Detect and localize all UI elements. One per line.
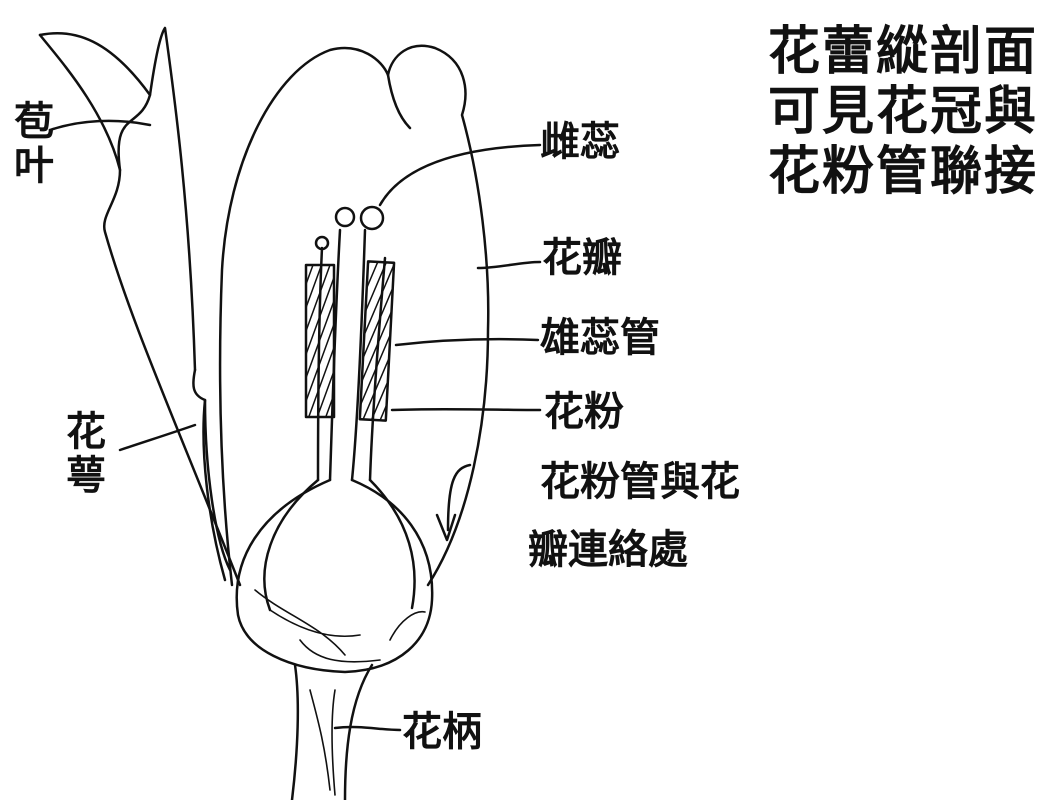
diagram-caption: 花蕾縱剖面 可見花冠與 花粉管聯接	[768, 22, 1038, 202]
petal-fold	[388, 75, 410, 128]
leader-stamen-tube	[396, 339, 538, 345]
label-junction-line2: 瓣連絡處	[528, 530, 688, 570]
pedicel-texture	[310, 690, 335, 795]
stigma-left	[336, 208, 354, 226]
ovary-inner	[264, 480, 414, 610]
caption-line-3: 花粉管聯接	[768, 142, 1038, 202]
label-pollen: 花粉	[544, 392, 624, 432]
bract-tall-lobe	[150, 28, 195, 370]
label-bract: 苞叶	[10, 100, 50, 188]
label-petal: 花瓣	[542, 238, 622, 278]
caption-line-1: 花蕾縱剖面	[768, 22, 1038, 82]
label-junction-line1: 花粉管與花	[540, 462, 740, 502]
stamen-tube-right	[360, 261, 394, 420]
receptacle-texture	[255, 590, 425, 662]
sepal-shape	[193, 370, 230, 570]
stigma-right	[361, 207, 383, 229]
leader-pistil	[380, 145, 540, 205]
label-sepal: 花萼	[62, 410, 102, 498]
label-pistil: 雌蕊	[540, 122, 620, 162]
label-pedicel: 花柄	[402, 712, 482, 752]
caption-line-2: 可見花冠與	[768, 82, 1038, 142]
leader-pedicel	[335, 727, 400, 730]
leader-pollen	[392, 409, 540, 410]
leader-bract	[50, 121, 150, 130]
label-stamen-tube: 雄蕊管	[540, 318, 660, 358]
stamen-tube-left	[306, 265, 334, 417]
